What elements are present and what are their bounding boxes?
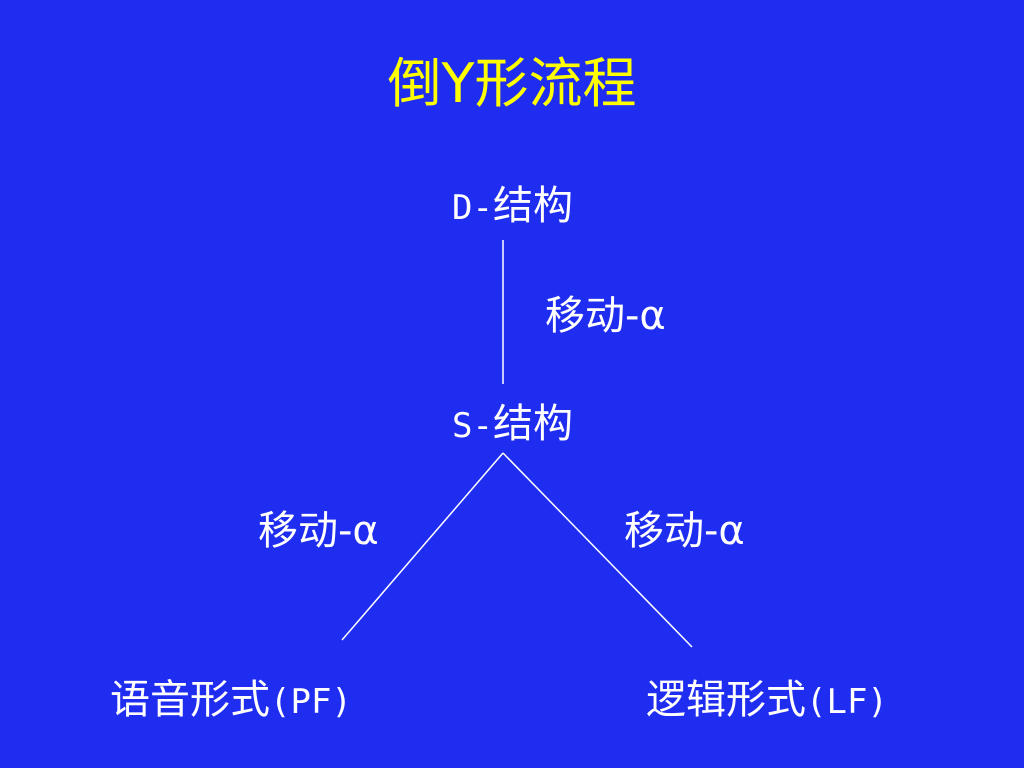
node-lf-suffix: (LF) [806,682,888,722]
page-title: 倒Y形流程 [387,52,637,115]
edge-label-d-to-s: 移动-α [545,293,666,339]
node-d-structure-prefix: D- [452,188,493,228]
edge-label-s-to-lf: 移动-α [624,508,745,554]
edge-label-s-to-pf: 移动-α [258,508,379,554]
node-lf-text: 逻辑形式 [646,677,806,723]
edge-s-to-lf [502,452,693,648]
node-lf: 逻辑形式(LF) [646,676,888,726]
node-pf-suffix: (PF) [270,682,352,722]
node-d-structure-text: 结构 [492,183,573,229]
node-s-structure: S-结构 [452,400,573,450]
node-d-structure: D-结构 [452,182,573,232]
node-pf-text: 语音形式 [110,677,270,723]
node-s-structure-text: 结构 [492,401,573,447]
edge-s-to-pf [341,452,504,641]
node-pf: 语音形式(PF) [110,676,352,726]
node-s-structure-prefix: S- [452,406,493,446]
